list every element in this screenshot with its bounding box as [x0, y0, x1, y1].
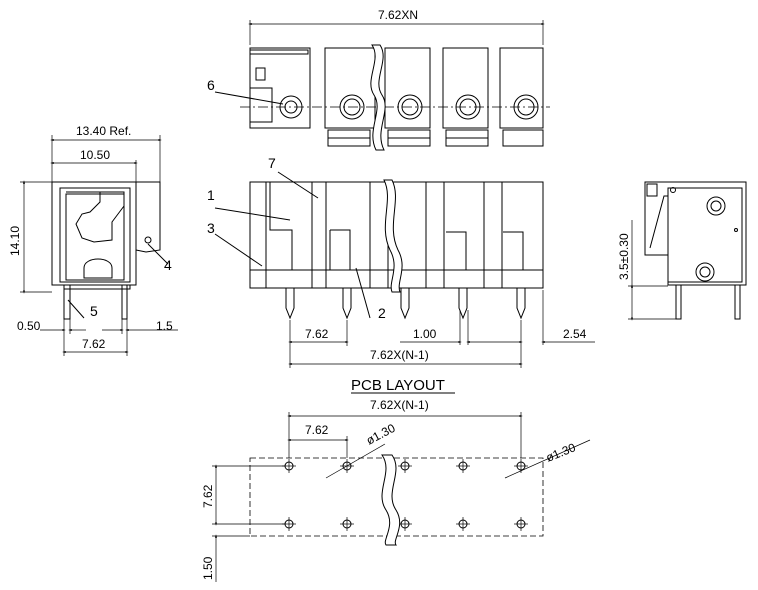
- side-ref-width-dim: 13.40 Ref.: [76, 124, 131, 138]
- front-pitch-dim: 7.62: [305, 327, 329, 341]
- front-overall-dim: 7.62X(N-1): [370, 348, 429, 362]
- callout-7: 7: [268, 155, 276, 171]
- pcb-overall-dim: 7.62X(N-1): [370, 398, 429, 412]
- front-pin-offset-dim: 2.54: [563, 327, 587, 341]
- callout-1: 1: [207, 187, 215, 203]
- right-pin-height-dim: 3.5±0.30: [617, 233, 631, 280]
- callout-6: 6: [207, 77, 215, 93]
- callout-5: 5: [90, 303, 98, 319]
- pcb-title: PCB LAYOUT: [351, 377, 445, 394]
- pcb-hole-b-dim: ø1.30: [544, 440, 578, 465]
- side-pin-left-dim: 0.50: [17, 319, 41, 333]
- side-view: 13.40 Ref. 10.50 14.10 4 5 0.50 1.5 7.: [8, 124, 178, 356]
- pcb-pitch-dim: 7.62: [305, 423, 329, 437]
- side-pin-right-dim: 1.5: [156, 319, 173, 333]
- side-body-width-dim: 10.50: [80, 148, 110, 162]
- pcb-hole-a-dim: ø1.30: [364, 421, 398, 448]
- side-height-dim: 14.10: [8, 226, 22, 256]
- callout-4: 4: [164, 257, 172, 273]
- side-pin-pitch-dim: 7.62: [82, 337, 106, 351]
- top-view: 7.62XN 6: [207, 8, 550, 151]
- callout-2: 2: [378, 305, 386, 321]
- top-overall-dim: 7.62XN: [378, 8, 418, 22]
- right-view: 3.5±0.30: [617, 181, 747, 321]
- pcb-layout: PCB LAYOUT 7.62X(N-1) 7.62 ø1.30: [201, 377, 591, 582]
- pcb-edge-dim: 1.50: [201, 556, 215, 580]
- front-pin-width-dim: 1.00: [413, 327, 437, 341]
- pcb-row-pitch-dim: 7.62: [201, 484, 215, 508]
- callout-3: 3: [207, 220, 215, 236]
- front-view: 1 3 7 2 7.62 1.00 2.54 7.62X(N-1): [207, 155, 595, 368]
